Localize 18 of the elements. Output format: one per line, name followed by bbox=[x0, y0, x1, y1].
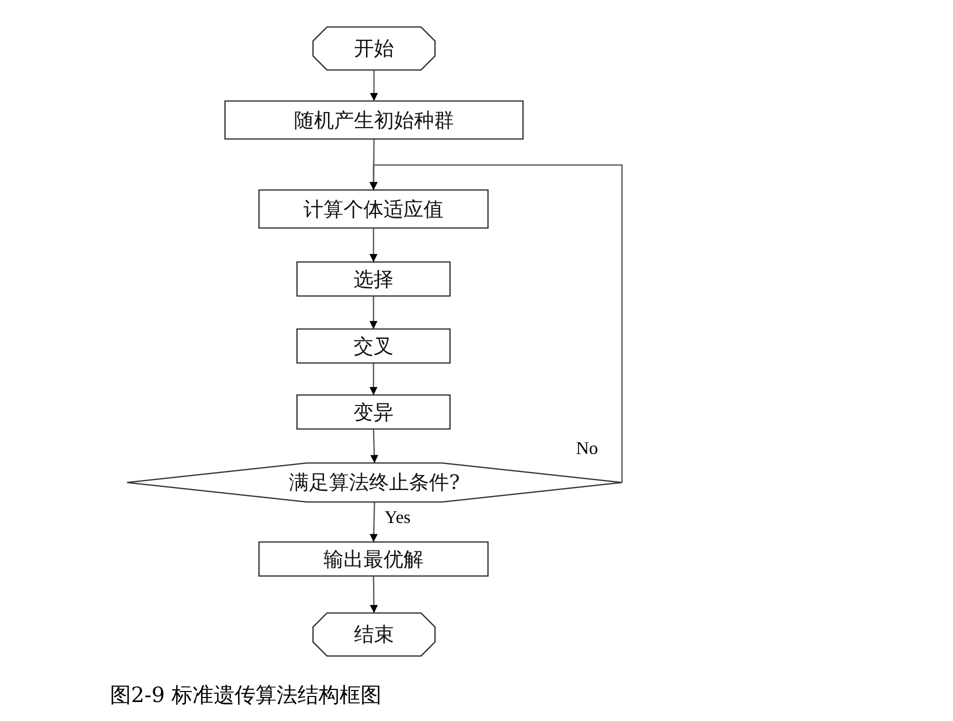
process-box: 输出最优解 bbox=[259, 542, 488, 576]
arrow bbox=[370, 70, 378, 101]
process-box: 变异 bbox=[297, 395, 450, 429]
terminator-shape: 结束 bbox=[313, 613, 435, 656]
process-box: 随机产生初始种群 bbox=[225, 101, 523, 139]
arrow bbox=[370, 296, 378, 329]
arrow bbox=[370, 502, 378, 542]
arrow bbox=[370, 164, 623, 482]
arrow bbox=[370, 428, 378, 464]
decision-hexagon: 满足算法终止条件? bbox=[127, 463, 622, 502]
process-box: 计算个体适应值 bbox=[259, 190, 488, 228]
arrow bbox=[370, 363, 378, 395]
figure-caption: 图2-9 标准遗传算法结构框图 bbox=[110, 682, 382, 709]
process-box: 选择 bbox=[297, 262, 450, 296]
arrow bbox=[370, 228, 378, 262]
process-box: 交叉 bbox=[297, 329, 450, 363]
arrow bbox=[370, 576, 378, 613]
terminator-shape: 开始 bbox=[313, 27, 435, 70]
